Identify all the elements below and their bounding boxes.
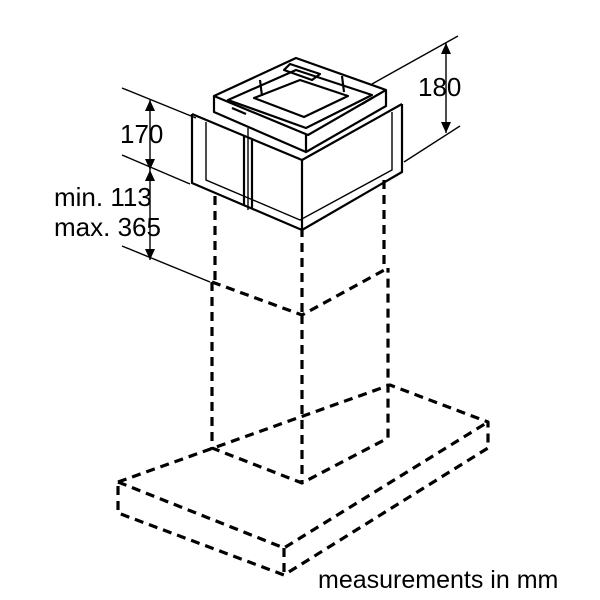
dimension-170-label: 170: [120, 119, 163, 149]
dimension-max-label: max. 365: [54, 212, 161, 242]
dimension-lines: [121, 35, 461, 283]
upper-chimney: [213, 180, 386, 315]
fan-module: [212, 56, 388, 154]
hood-canopy: [116, 383, 490, 577]
dimension-180-label: 180: [418, 72, 461, 102]
dimension-min-label: min. 113: [54, 182, 152, 212]
lower-chimney: [210, 266, 390, 485]
units-caption: measurements in mm: [318, 566, 558, 594]
mounting-box: [190, 103, 404, 232]
